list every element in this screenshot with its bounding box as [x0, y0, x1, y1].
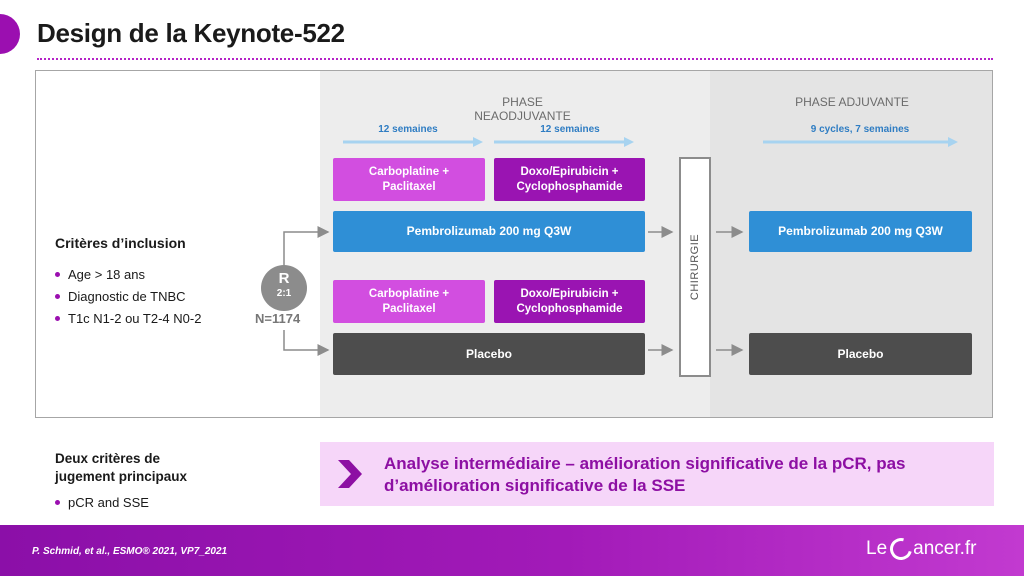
- logo-ring-icon: [886, 533, 917, 565]
- carboplatin-paclitaxel-box: Carboplatine + Paclitaxel: [333, 280, 485, 323]
- endpoints-list: pCR and SSE: [55, 491, 149, 513]
- corner-accent: [0, 14, 20, 54]
- list-item: Age > 18 ans: [55, 263, 201, 285]
- duration-arrow: [494, 137, 634, 147]
- endpoint-text: pCR and SSE: [68, 494, 149, 510]
- pembrolizumab-neoadjuvant-box: Pembrolizumab 200 mg Q3W: [333, 211, 645, 252]
- randomization-ratio: 2:1: [276, 288, 292, 299]
- brand-logo: Le ancer.fr: [866, 533, 977, 565]
- inclusion-criteria-title: Critères d’inclusion: [55, 235, 186, 251]
- list-item: Diagnostic de TNBC: [55, 285, 201, 307]
- bullet-icon: [55, 499, 60, 505]
- placebo-neoadjuvant-box: Placebo: [333, 333, 645, 375]
- list-item: T1c N1-2 ou T2-4 N0-2: [55, 307, 201, 329]
- bullet-icon: [55, 293, 60, 299]
- bullet-icon: [55, 315, 60, 321]
- duration-label: 12 semaines: [378, 124, 438, 135]
- neoadjuvant-phase-label: PHASE NEAODJUVANTE: [474, 95, 571, 123]
- criterion-text: Age > 18 ans: [68, 266, 145, 282]
- duration-label: 12 semaines: [540, 124, 600, 135]
- duration-arrow: [763, 137, 958, 147]
- carboplatin-paclitaxel-box: Carboplatine + Paclitaxel: [333, 158, 485, 201]
- conclusion-box: [320, 442, 994, 506]
- duration-arrow: [343, 137, 483, 147]
- inclusion-criteria-list: Age > 18 ans Diagnostic de TNBC T1c N1-2…: [55, 263, 201, 329]
- duration-label: 9 cycles, 7 semaines: [810, 124, 910, 135]
- randomization-letter: R: [278, 270, 290, 287]
- criterion-text: T1c N1-2 ou T2-4 N0-2: [68, 310, 202, 326]
- footer-bar: [0, 525, 1024, 576]
- endpoints-title: Deux critères de jugement principaux: [55, 451, 188, 484]
- page-title: Design de la Keynote-522: [37, 18, 345, 48]
- pembrolizumab-adjuvant-box: Pembrolizumab 200 mg Q3W: [749, 211, 972, 252]
- bullet-icon: [55, 271, 60, 277]
- logo-suffix: ancer.fr: [913, 538, 977, 559]
- surgery-box: CHIRURGIE: [679, 157, 711, 377]
- randomization-circle: R 2:1: [261, 265, 307, 311]
- criterion-text: Diagnostic de TNBC: [68, 288, 186, 304]
- logo-prefix: Le: [866, 538, 888, 559]
- chevron-right-icon: [338, 460, 362, 493]
- sample-size: N=1174: [255, 311, 301, 326]
- footer-citation: P. Schmid, et al., ESMO® 2021, VP7_2021: [32, 546, 228, 557]
- adjuvant-phase-label: PHASE ADJUVANTE: [795, 95, 909, 109]
- title-divider: [37, 58, 993, 60]
- placebo-adjuvant-box: Placebo: [749, 333, 972, 375]
- anthracycline-cyclophosphamide-box: Doxo/Epirubicin + Cyclophosphamide: [494, 280, 645, 323]
- list-item: pCR and SSE: [55, 491, 149, 513]
- anthracycline-cyclophosphamide-box: Doxo/Epirubicin + Cyclophosphamide: [494, 158, 645, 201]
- conclusion-text: Analyse intermédiaire – amélioration sig…: [384, 454, 906, 495]
